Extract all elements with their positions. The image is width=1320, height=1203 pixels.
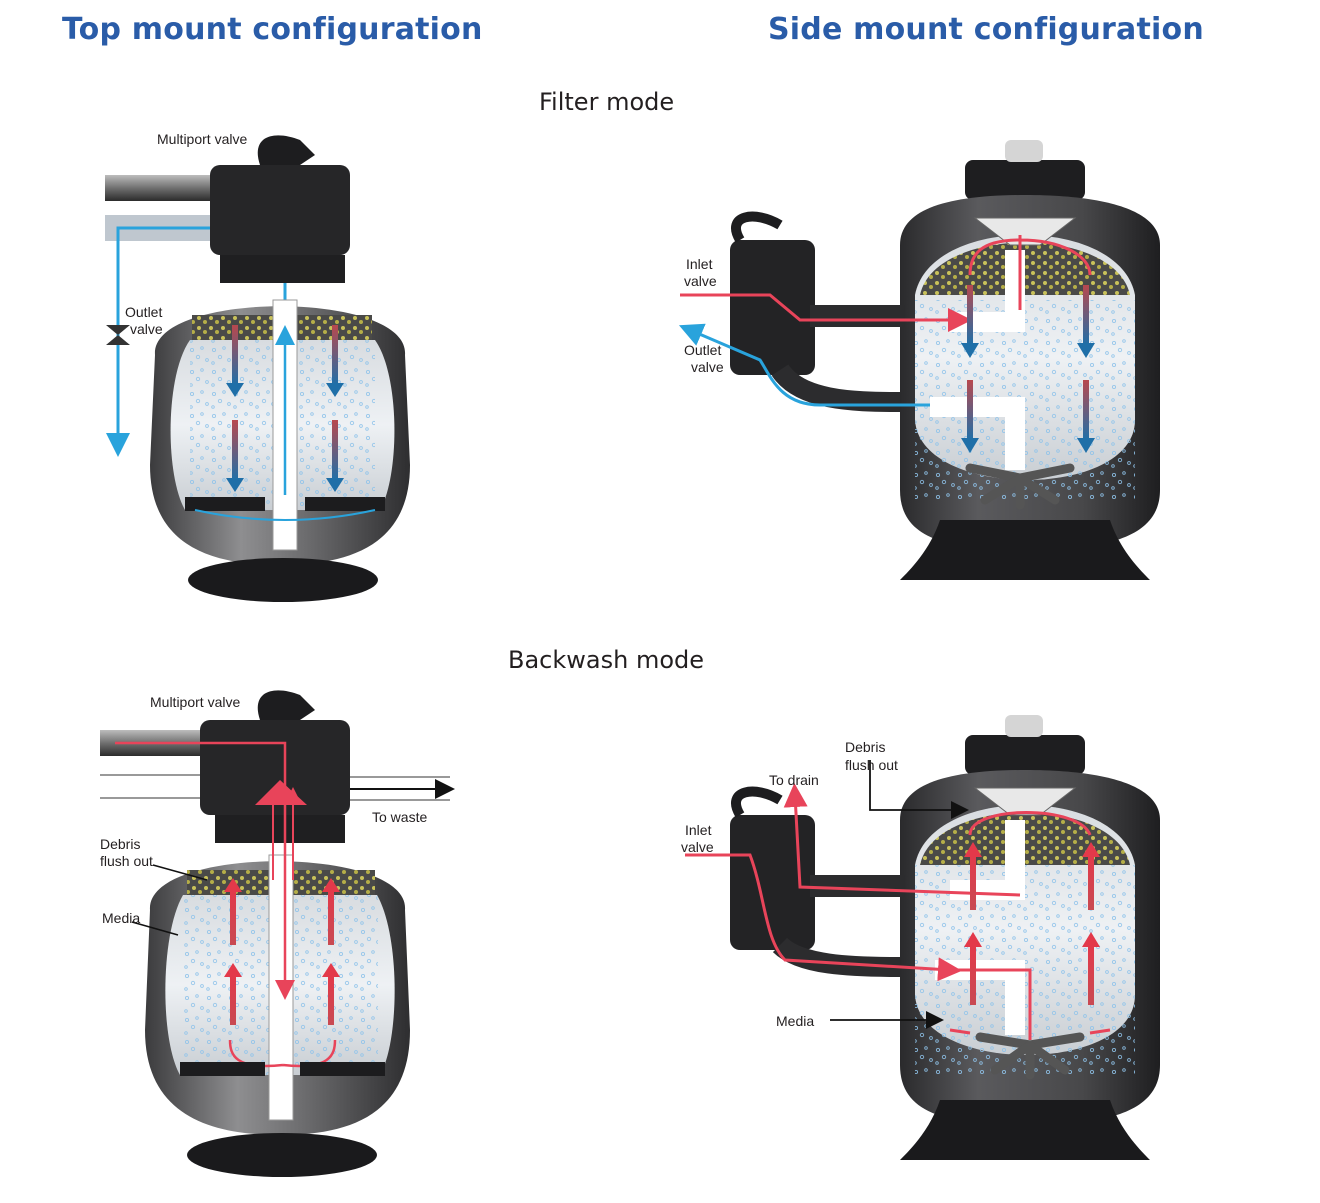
bw-inner-flow [950,968,1032,1040]
bw-lateral-left [180,1062,265,1076]
bw-upper-connecting-pipe [810,875,905,897]
bw-side-inlet-label-line2: valve [681,839,714,855]
lower-connecting-pipe [771,363,901,412]
bw-media-label: Media [102,910,141,926]
bw-up-arrows [224,878,340,1025]
outlet-valve-icon [106,325,130,345]
bw-debris-label-line2: flush out [100,853,153,869]
top-mount-title: Top mount configuration [62,12,483,47]
bw-multiport-valve-label: Multiport valve [150,694,241,710]
bw-lateral-right [300,1062,385,1076]
tank-lid [965,160,1085,200]
side-mount-title: Side mount configuration [768,12,1204,47]
bw-side-tank-base [900,1100,1150,1160]
side-multiport-valve [730,240,815,375]
side-valve-handle [731,211,783,243]
diffuser-flow [968,235,1092,310]
bw-multiport-valve-handle [257,690,315,720]
bw-side-laterals [975,1032,1085,1080]
bw-debris-label-line1: Debris [100,836,141,852]
backwash-side-mount-diagram [685,715,1160,1160]
multiport-valve-label: Multiport valve [157,131,248,147]
to-waste-label: To waste [372,809,428,825]
bw-side-multiport-valve [730,815,815,950]
lateral-left [185,497,265,511]
filter-mode-title: Filter mode [539,88,675,116]
bw-top-diffuser [973,787,1077,816]
multiport-valve-handle [257,135,315,165]
filter-top-mount-diagram [105,135,410,602]
filter-side-mount-diagram [678,140,1160,580]
bw-lateral-flow [949,1028,1111,1035]
bw-center-standpipe [268,854,294,1121]
side-outlet-valve-label-line2: valve [691,359,724,375]
side-tank-base [900,520,1150,580]
side-down-arrows [961,285,1095,453]
side-inlet-valve-label-line1: Inlet [686,256,713,272]
side-inlet-valve-label-line2: valve [684,273,717,289]
top-diffuser [973,217,1077,246]
valve-collar [220,255,345,283]
lateral-right [305,497,385,511]
to-drain-label: To drain [769,772,819,788]
pressure-gauge [1005,140,1043,162]
bw-inlet-flow [685,853,962,982]
inlet-pipe [105,175,215,201]
bw-down-flow [115,741,295,1000]
side-laterals [965,463,1075,510]
multiport-valve-body [210,165,350,255]
bw-side-inlet-label-line1: Inlet [685,822,712,838]
bw-side-up-arrows [964,842,1100,1005]
bw-up-flow [272,795,293,880]
tank-base [188,558,378,602]
down-arrows [226,325,344,492]
bw-side-debris-label-line2: flush out [845,757,898,773]
bw-valve-collar [215,815,345,843]
side-outlet-valve-label-line1: Outlet [684,342,722,358]
backwash-mode-title: Backwash mode [508,646,705,674]
bw-side-debris-label-line1: Debris [845,739,886,755]
outlet-valve-label-line2: valve [130,321,163,337]
inner-outlet-pipe [930,397,1025,470]
media-callout-line [131,921,179,936]
backwash-top-mount-diagram [100,690,455,1177]
bw-side-tank-lid [965,735,1085,775]
bw-tank-base [187,1133,377,1177]
bw-side-media-label: Media [776,1013,815,1029]
bw-debris-callout-line [869,760,969,819]
outlet-valve-label-line1: Outlet [125,304,163,320]
bw-lateral-flow [228,1039,337,1068]
inlet-flow-line [680,293,972,332]
bw-side-valve-handle [731,786,783,818]
bw-drain-flow [783,783,1021,897]
outlet-flow-line [678,323,930,407]
bw-side-pressure-gauge [1005,715,1043,737]
bw-diffuser-flow [968,811,1092,836]
lateral-flow [194,509,376,521]
debris-callout-line [152,864,208,881]
upper-connecting-pipe [810,305,905,327]
